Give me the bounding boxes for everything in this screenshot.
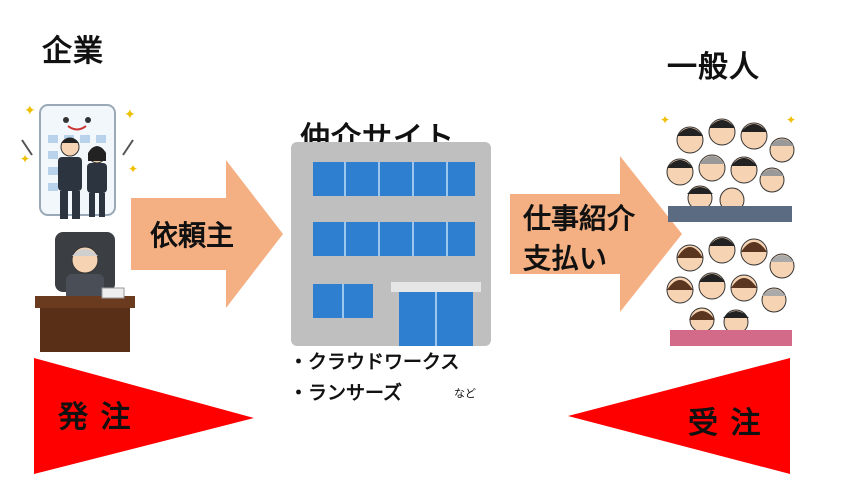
svg-text:✦: ✦ — [786, 113, 796, 127]
svg-text:✦: ✦ — [128, 162, 138, 176]
site-list-item-lancers: ・ランサーズ — [289, 382, 403, 404]
broker-building-illustration — [291, 142, 491, 346]
crowd-illustration-bottom — [666, 236, 795, 346]
etc-label: など — [454, 387, 476, 400]
receive-order-label: 受 注 — [688, 406, 762, 441]
company-building-illustration: ✦ ✦ ✦ ✦ — [20, 103, 138, 219]
payment-label: 支払い — [523, 242, 608, 275]
right-flow-arrow — [510, 156, 682, 312]
general-public-title: 一般人 — [667, 50, 760, 85]
company-title: 企業 — [42, 34, 104, 69]
left-flow-arrow — [131, 160, 283, 308]
svg-text:✦: ✦ — [24, 103, 36, 119]
svg-text:✦: ✦ — [124, 107, 136, 123]
receive-order-triangle — [568, 358, 790, 474]
order-label: 発 注 — [58, 400, 132, 435]
svg-text:✦: ✦ — [20, 152, 30, 166]
site-list-item-crowdworks: ・クラウドワークス — [289, 351, 460, 373]
client-label: 依頼主 — [150, 219, 235, 252]
order-triangle — [34, 358, 254, 474]
company-president-illustration — [35, 232, 135, 352]
svg-text:✦: ✦ — [660, 113, 670, 127]
job-intro-label: 仕事紹介 — [523, 202, 636, 235]
crowd-illustration-top: ✦ ✦ — [660, 113, 796, 222]
